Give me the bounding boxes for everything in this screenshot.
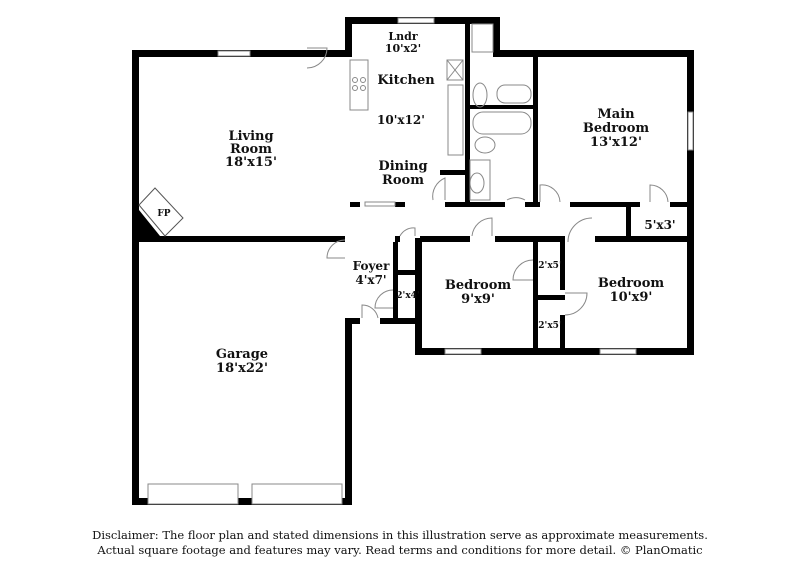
closet-b3-size: 2'x5' <box>538 321 561 331</box>
main-bedroom-label-1: Main <box>597 107 635 122</box>
garage-label: Garage <box>216 347 268 362</box>
main-bedroom-label-2: Bedroom <box>583 121 650 136</box>
laundry-size: 10'x2' <box>385 42 421 55</box>
foyer-label: Foyer <box>353 259 390 273</box>
laundry-label: Lndr <box>388 30 417 43</box>
bedroom3-size: 10'x9' <box>610 290 653 305</box>
closet-b2-size: 2'x5' <box>538 261 561 271</box>
living-label-1: Living <box>228 129 273 144</box>
fireplace-hearth <box>138 187 184 237</box>
dining-label-1: Dining <box>378 159 427 174</box>
fireplace-label: FP <box>157 209 170 219</box>
dining-label-2: Room <box>382 173 424 188</box>
kitchen-size: 10'x12' <box>377 113 425 127</box>
windows <box>147 17 694 505</box>
bedroom2-size: 9'x9' <box>461 292 495 307</box>
fireplace-shape <box>139 210 160 236</box>
kitchen-label: Kitchen <box>377 73 435 88</box>
fixtures <box>306 23 669 319</box>
garage-size: 18'x22' <box>216 361 268 376</box>
bedroom3-label: Bedroom <box>598 276 665 291</box>
main-closet-size: 5'x3' <box>644 218 675 232</box>
living-label-2: Room <box>230 142 272 157</box>
walls <box>132 17 694 505</box>
bedroom2-label: Bedroom <box>445 278 512 293</box>
disclaimer-line-1: Disclaimer: The floor plan and stated di… <box>92 528 708 542</box>
main-bedroom-size: 13'x12' <box>590 135 642 150</box>
living-size: 18'x15' <box>225 155 277 170</box>
foyer-closet-size: 2'x4' <box>396 291 419 301</box>
disclaimer-line-2: Actual square footage and features may v… <box>97 543 703 557</box>
foyer-size: 4'x7' <box>355 273 386 287</box>
